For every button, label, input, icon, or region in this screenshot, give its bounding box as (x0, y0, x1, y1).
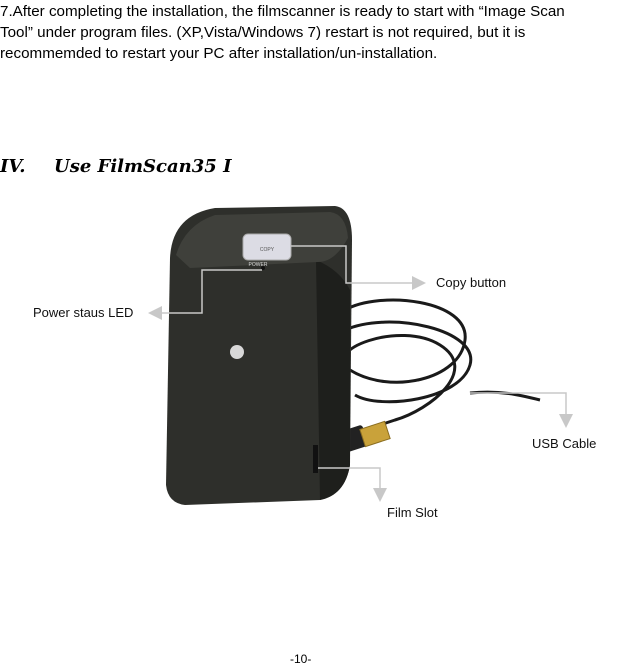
paragraph-line: 7.After completing the installation, the… (0, 3, 565, 20)
section-heading: IV. Use FilmScan35 I (0, 156, 232, 177)
film-slot-arrow-icon (373, 488, 387, 502)
film-slot (313, 445, 318, 473)
copy-button-arrow-icon (412, 276, 426, 290)
usb-cable (341, 298, 541, 442)
usb-cable-arrow-icon (559, 414, 573, 428)
film-holder-button (230, 345, 244, 359)
callout-usb-cable: USB Cable (532, 436, 597, 451)
callout-copy-button: Copy button (436, 275, 507, 290)
paragraph-line: Tool” under program files. (XP,Vista/Win… (0, 24, 526, 41)
device-body (166, 206, 352, 505)
page-number: -10- (290, 652, 312, 666)
instruction-paragraph: 7.After completing the installation, the… (0, 1, 618, 64)
section-number: IV. (0, 156, 26, 177)
copy-button-callout-line (291, 245, 412, 284)
film-slot-callout-line (318, 467, 381, 490)
power-led-arrow-icon (148, 306, 162, 320)
usb-cable-callout-line (470, 392, 567, 416)
device-side (316, 260, 350, 500)
power-led-callout-line (160, 269, 262, 314)
copy-button-text: COPY (260, 247, 275, 253)
paragraph-line: recommemded to restart your PC after ins… (0, 45, 438, 62)
power-led-text: POWER (249, 262, 268, 268)
callout-power-led: Power staus LED (33, 305, 134, 320)
power-led (261, 266, 265, 270)
section-title: Use FilmScan35 I (54, 156, 232, 177)
copy-button-graphic (242, 233, 292, 261)
callout-film-slot: Film Slot (387, 505, 438, 520)
